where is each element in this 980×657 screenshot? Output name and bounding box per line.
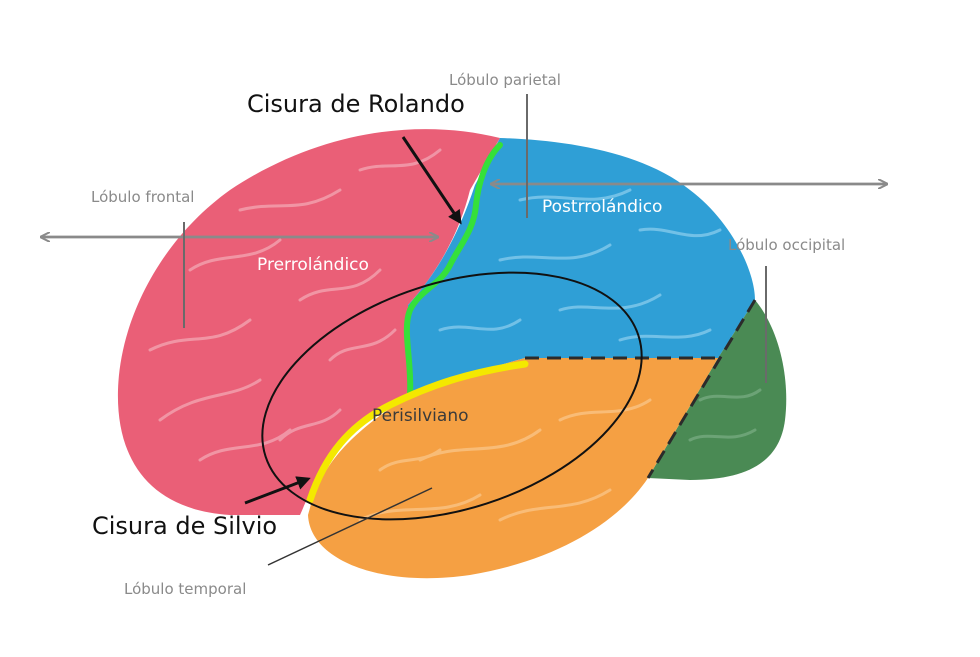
occipital-lobe-region	[648, 300, 787, 480]
rolando-arrow	[401, 136, 462, 225]
silvio-fissure-label: Cisura de Silvio	[92, 512, 278, 540]
occipital-boundary	[646, 299, 757, 479]
perisilviano-ellipse	[261, 271, 643, 521]
silvio-arrow	[244, 476, 311, 505]
rolando-fissure-label: Cisura de Rolando	[247, 90, 465, 118]
frontal-lobe-region	[117, 129, 501, 515]
temporal-leader	[267, 487, 433, 566]
parietal-lobe-label: Lóbulo parietal	[449, 71, 561, 89]
postrolandic-label: Postrrolándico	[542, 197, 663, 217]
perisylvian-label: Perisilviano	[372, 406, 469, 426]
occipital-lobe-label: Lóbulo occipital	[728, 236, 846, 254]
prerolandic-label: Prerrolándico	[257, 255, 369, 275]
silvio-fissure-line	[306, 360, 529, 504]
temporal-lobe-label: Lóbulo temporal	[124, 580, 247, 598]
temporal-lobe-region	[308, 358, 718, 579]
rolando-fissure-line	[403, 142, 503, 398]
parietal-lobe-region	[408, 138, 755, 395]
frontal-lobe-label: Lóbulo frontal	[91, 188, 195, 206]
